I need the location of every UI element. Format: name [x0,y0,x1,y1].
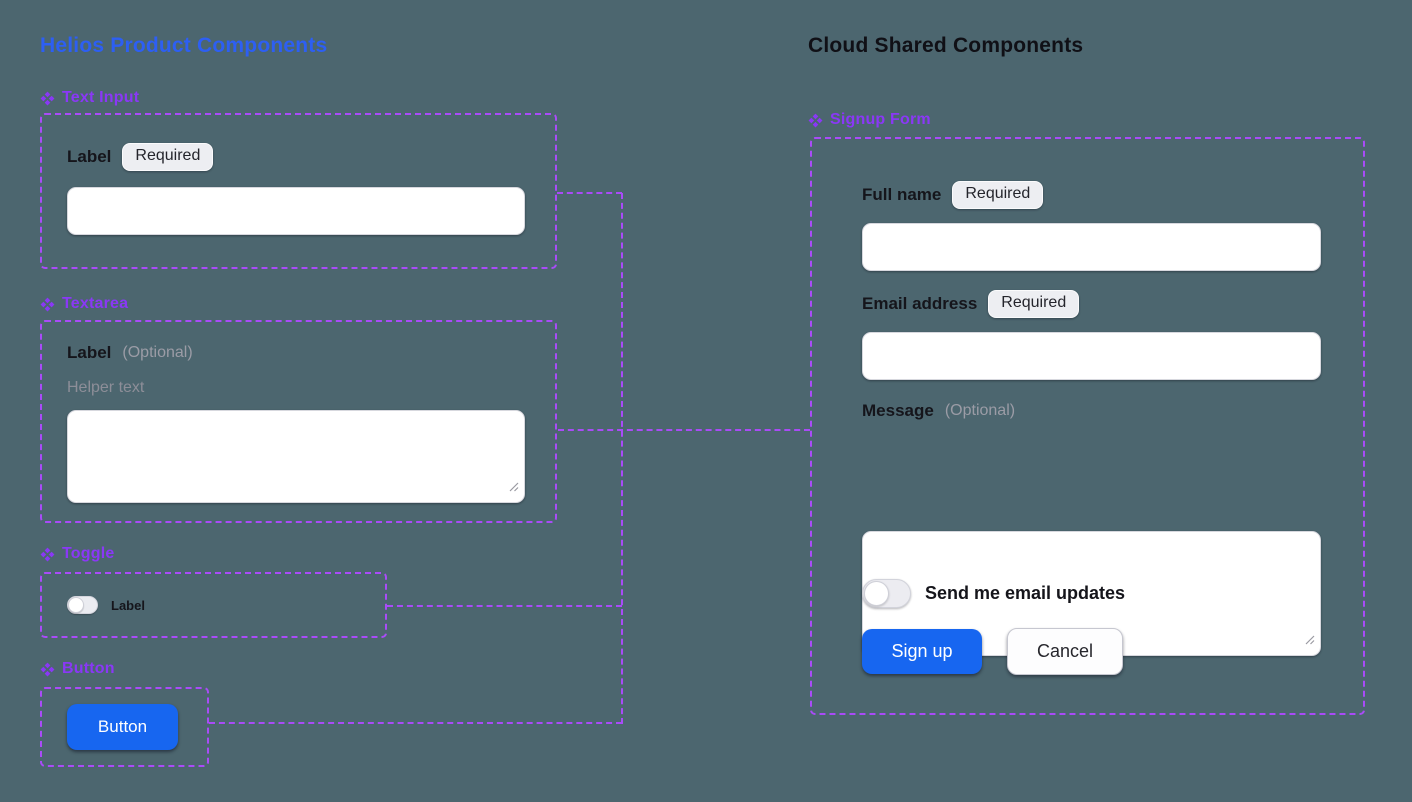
component-label-text-input: Text Input [40,89,139,107]
textarea-helper-text: Helper text [67,379,145,396]
signup-form-frame [810,137,1365,715]
optional-hint: (Optional) [122,344,193,361]
button-frame [40,687,209,767]
email-label: Email address [862,294,978,313]
email-input[interactable] [862,332,1321,380]
connector-textarea-to-form [558,429,810,431]
component-label-signup-form: Signup Form [808,111,931,129]
required-badge: Required [122,143,214,171]
component-label-toggle: Toggle [40,545,114,563]
toggle-switch[interactable] [67,596,98,614]
connector-button [209,722,622,724]
component-label-text: Textarea [62,295,129,312]
component-label-textarea: Textarea [40,295,128,313]
component-label-button: Button [40,660,115,678]
component-icon [40,297,55,312]
toggle-knob [864,581,889,606]
email-updates-toggle[interactable] [862,579,911,608]
component-icon [40,547,55,562]
connector-toggle [387,605,622,607]
required-badge: Required [988,290,1080,318]
full-name-input[interactable] [862,223,1321,271]
sample-button[interactable]: Button [67,704,178,750]
textarea-frame [40,320,557,523]
text-input-frame [40,113,557,269]
helios-section-title: Helios Product Components [40,34,328,57]
component-icon [40,662,55,677]
text-input-label: Label [67,147,112,166]
toggle-knob [68,597,84,613]
cloud-section-title: Cloud Shared Components [808,34,1084,57]
required-badge: Required [952,181,1044,209]
message-label: Message [862,401,934,420]
component-icon [40,91,55,106]
cancel-button[interactable]: Cancel [1007,628,1123,675]
optional-hint: (Optional) [944,402,1016,419]
component-label-text: Signup Form [830,111,931,128]
textarea-label: Label [67,343,112,362]
resize-grip-icon[interactable] [1304,632,1315,650]
connector-text-input [557,192,622,194]
connector-trunk [621,193,623,724]
text-input-field[interactable] [67,187,525,235]
component-label-text: Button [62,660,115,677]
email-updates-label: Send me email updates [925,583,1126,603]
textarea-field[interactable] [67,410,525,503]
toggle-label: Label [111,597,145,613]
component-label-text: Toggle [62,545,115,562]
component-label-text: Text Input [62,89,140,106]
resize-grip-icon[interactable] [508,479,519,497]
sign-up-button[interactable]: Sign up [862,629,982,674]
component-icon [808,113,823,128]
toggle-frame [40,572,387,638]
full-name-label: Full name [862,185,942,204]
